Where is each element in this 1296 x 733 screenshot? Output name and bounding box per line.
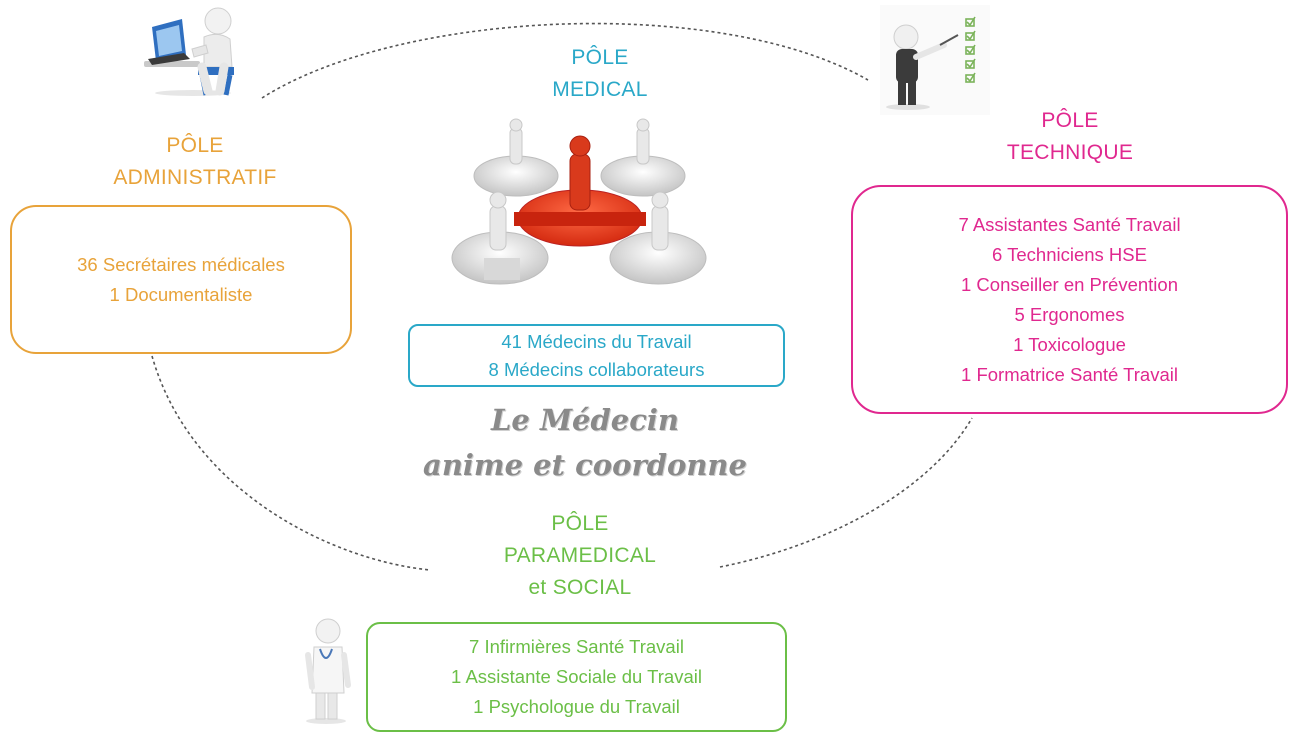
admin-item: 1 Documentaliste bbox=[109, 283, 253, 305]
doctor-figure-icon bbox=[305, 618, 351, 724]
medical-item: 41 Médecins du Travail bbox=[501, 330, 692, 352]
pole-administratif-title-line1: PÔLE bbox=[166, 134, 224, 157]
pole-administratif-title: PÔLE ADMINISTRATIF bbox=[90, 130, 300, 194]
paramedical-item: 7 Infirmières Santé Travail bbox=[469, 636, 684, 657]
technique-item: 5 Ergonomes bbox=[1014, 303, 1125, 325]
person-at-computer-icon bbox=[144, 7, 234, 96]
pole-paramedical-title-line2: PARAMEDICAL bbox=[503, 544, 657, 567]
pole-medical-title-line1: PÔLE bbox=[571, 46, 629, 69]
medical-item: 8 Médecins collaborateurs bbox=[488, 358, 705, 380]
pole-paramedical-title-line3: et SOCIAL bbox=[528, 576, 632, 599]
tagline-line1: Le Médecin bbox=[491, 403, 679, 437]
pole-medical-title-line2: MEDICAL bbox=[552, 78, 648, 101]
technique-item: 7 Assistantes Santé Travail bbox=[958, 213, 1181, 235]
pole-medical-title: PÔLE MEDICAL bbox=[500, 42, 700, 106]
tagline: Le Médecin anime et coordonne bbox=[400, 398, 770, 488]
people-on-gears-icon bbox=[451, 118, 707, 285]
pole-technique-box: 7 Assistantes Santé Travail 6 Technicien… bbox=[851, 185, 1288, 414]
paramedical-item: 1 Psychologue du Travail bbox=[473, 696, 680, 717]
pole-technique-title-line2: TECHNIQUE bbox=[1006, 141, 1134, 164]
pole-technique-title-line1: PÔLE bbox=[1041, 109, 1099, 132]
pole-technique-title: PÔLE TECHNIQUE bbox=[955, 105, 1185, 169]
technique-item: 1 Formatrice Santé Travail bbox=[961, 363, 1178, 385]
pole-paramedical-title: PÔLE PARAMEDICAL et SOCIAL bbox=[470, 508, 690, 604]
pole-medical-box: 41 Médecins du Travail 8 Médecins collab… bbox=[408, 324, 785, 387]
pole-administratif-box: 36 Secrétaires médicales 1 Documentalist… bbox=[10, 205, 352, 354]
admin-item: 36 Secrétaires médicales bbox=[77, 253, 285, 275]
tagline-line2: anime et coordonne bbox=[423, 448, 747, 482]
paramedical-item: 1 Assistante Sociale du Travail bbox=[451, 666, 702, 687]
technique-item: 1 Toxicologue bbox=[1013, 333, 1126, 355]
pole-paramedical-title-line1: PÔLE bbox=[551, 512, 609, 535]
pole-paramedical-box: 7 Infirmières Santé Travail 1 Assistante… bbox=[366, 622, 787, 732]
pole-administratif-title-line2: ADMINISTRATIF bbox=[113, 166, 277, 189]
technique-item: 1 Conseiller en Prévention bbox=[961, 273, 1178, 295]
presenter-checklist-icon bbox=[880, 5, 990, 115]
technique-item: 6 Techniciens HSE bbox=[992, 243, 1147, 265]
